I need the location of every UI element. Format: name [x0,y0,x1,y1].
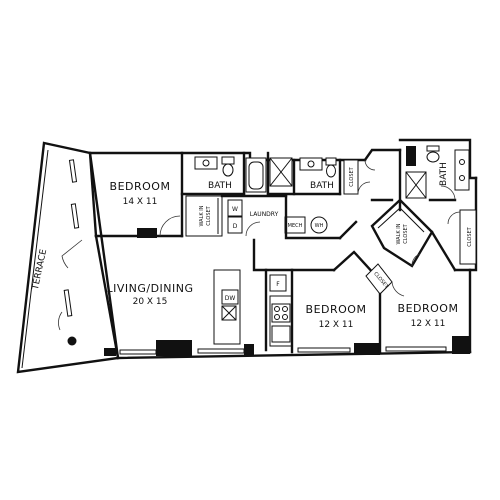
bedroom-2-name: BEDROOM [306,303,367,316]
dryer [227,216,243,234]
closet-2: CLOSET [447,209,477,265]
laundry-label: LAUNDRY [250,211,279,218]
vanity [299,157,323,171]
bathtub [245,157,267,193]
terrace [16,141,120,374]
fridge [269,274,287,292]
mech-label: MECH [288,223,303,229]
bedroom-2: BEDROOM 12 X 11 [290,268,382,354]
kitchen: DW F [213,268,293,352]
fridge-label: F [276,281,280,288]
bath-2: BATH [266,151,342,196]
bath-2-label: BATH [310,181,334,191]
laundry: W D LAUNDRY [220,194,288,237]
vanity [454,149,470,191]
walk-in-2-line1: WALK IN [396,223,402,244]
column-dot [67,336,77,346]
vanity [194,156,218,170]
closet-2-label: CLOSET [467,226,473,246]
bath-3: BATH [398,145,470,212]
closet-1-label: CLOSET [349,166,355,186]
bath-3-label: BATH [439,162,449,186]
closet-1: CLOSET [343,159,376,195]
mech-wh: MECH WH [284,216,328,234]
bedroom-3: BEDROOM 12 X 11 [391,230,459,329]
wh-label: WH [315,223,324,229]
bedroom-1-size: 14 X 11 [123,197,158,207]
bedroom-3-name: BEDROOM [398,302,459,315]
bottom-windows [104,336,470,356]
water-heater [310,216,328,234]
living-size: 20 X 15 [133,297,168,307]
bedroom-3-size: 12 X 11 [411,319,446,329]
cooktop [271,303,291,323]
walk-in-2-line2: CLOSET [403,223,409,243]
washer-label: W [232,206,238,213]
bedroom-1-name: BEDROOM [110,180,171,193]
walk-in-1-line1: WALK IN [199,205,205,226]
left-windows [63,159,80,346]
terrace-outline [16,141,120,374]
bedroom-2-size: 12 X 11 [319,320,354,330]
walk-in-closet-1: WALK IN CLOSET [185,195,223,237]
dryer-label: D [233,223,238,230]
dishwasher [221,289,239,305]
bath-1-label: BATH [208,181,232,191]
bedroom-1: BEDROOM 14 X 11 [94,151,184,238]
walk-in-1-line2: CLOSET [206,205,212,225]
living-name: LIVING/DINING [106,282,193,295]
hallway [252,194,394,278]
walk-in-closet-2: WALK IN CLOSET [370,198,434,268]
washer [227,199,243,217]
bath-1: BATH [180,151,267,196]
terrace-doors [58,239,83,331]
dishwasher-label: DW [225,295,236,302]
living-dining: LIVING/DINING 20 X 15 [106,282,193,307]
